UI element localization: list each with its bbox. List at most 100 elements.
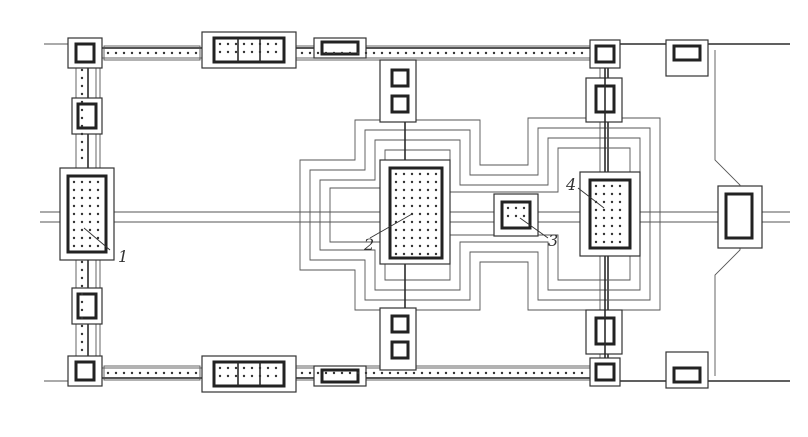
column-dot bbox=[602, 184, 606, 188]
column-dot bbox=[72, 180, 76, 184]
column-dot bbox=[434, 228, 438, 232]
column-dot bbox=[394, 236, 398, 240]
column-dot bbox=[426, 252, 430, 256]
column-dot bbox=[610, 240, 614, 244]
column-dot bbox=[434, 212, 438, 216]
column-dot bbox=[266, 42, 270, 46]
column-dot bbox=[300, 51, 304, 55]
column-dot bbox=[410, 252, 414, 256]
column-dot bbox=[234, 374, 238, 378]
column-dot bbox=[514, 214, 518, 218]
column-dot bbox=[300, 371, 304, 375]
column-dot bbox=[80, 324, 84, 328]
column-dot bbox=[460, 51, 464, 55]
column-dot bbox=[250, 42, 254, 46]
column-dot bbox=[434, 244, 438, 248]
column-dot bbox=[402, 244, 406, 248]
column-dot bbox=[434, 236, 438, 240]
column-dot bbox=[80, 332, 84, 336]
column-dot bbox=[266, 374, 270, 378]
marker-1: 1 bbox=[118, 247, 128, 266]
central-terraces bbox=[299, 117, 661, 311]
column-dot bbox=[274, 374, 278, 378]
column-dot bbox=[418, 212, 422, 216]
column-dot bbox=[242, 366, 246, 370]
column-dot bbox=[80, 268, 84, 272]
column-dot bbox=[122, 51, 126, 55]
column-dot bbox=[226, 50, 230, 54]
column-dot bbox=[234, 42, 238, 46]
column-dot bbox=[394, 172, 398, 176]
column-dot bbox=[436, 371, 440, 375]
column-dot bbox=[72, 212, 76, 216]
column-dot bbox=[412, 371, 416, 375]
column-dot bbox=[154, 51, 158, 55]
column-dot bbox=[402, 188, 406, 192]
column-dot bbox=[564, 51, 568, 55]
column-dot bbox=[500, 371, 504, 375]
column-dot bbox=[610, 216, 614, 220]
column-dot bbox=[514, 206, 518, 210]
column-dot bbox=[402, 228, 406, 232]
column-dot bbox=[452, 51, 456, 55]
column-dot bbox=[96, 236, 100, 240]
column-dot bbox=[594, 184, 598, 188]
column-dot bbox=[426, 212, 430, 216]
column-dot bbox=[556, 51, 560, 55]
column-dot bbox=[404, 51, 408, 55]
column-dot bbox=[80, 84, 84, 88]
column-dot bbox=[602, 232, 606, 236]
column-dot bbox=[524, 51, 528, 55]
column-dot bbox=[186, 371, 190, 375]
column-dot bbox=[434, 188, 438, 192]
column-dot bbox=[402, 220, 406, 224]
column-dot bbox=[372, 371, 376, 375]
column-dot bbox=[80, 340, 84, 344]
column-dot bbox=[80, 204, 84, 208]
column-dot bbox=[106, 371, 110, 375]
column-dot bbox=[548, 51, 552, 55]
column-dot bbox=[380, 51, 384, 55]
column-dot bbox=[618, 200, 622, 204]
column-dot bbox=[274, 366, 278, 370]
marker-2: 2 bbox=[363, 235, 374, 254]
column-dot bbox=[234, 50, 238, 54]
column-dot bbox=[226, 374, 230, 378]
column-dot bbox=[402, 252, 406, 256]
column-dot bbox=[410, 204, 414, 208]
column-dot bbox=[72, 204, 76, 208]
column-dot bbox=[426, 172, 430, 176]
column-dot bbox=[250, 366, 254, 370]
column-dot bbox=[396, 371, 400, 375]
column-dot bbox=[476, 371, 480, 375]
column-dot bbox=[420, 51, 424, 55]
column-dot bbox=[594, 208, 598, 212]
column-dot bbox=[72, 196, 76, 200]
column-dot bbox=[394, 228, 398, 232]
column-dot bbox=[88, 220, 92, 224]
column-dot bbox=[316, 51, 320, 55]
column-dot bbox=[484, 371, 488, 375]
column-dot bbox=[80, 132, 84, 136]
column-dot bbox=[460, 371, 464, 375]
column-dot bbox=[332, 371, 336, 375]
column-dot bbox=[508, 51, 512, 55]
column-dot bbox=[170, 51, 174, 55]
column-dot bbox=[146, 51, 150, 55]
column-dot bbox=[402, 204, 406, 208]
column-dot bbox=[80, 308, 84, 312]
column-dot bbox=[426, 180, 430, 184]
column-dot bbox=[402, 172, 406, 176]
column-dot bbox=[96, 204, 100, 208]
column-dot bbox=[96, 244, 100, 248]
column-dot bbox=[372, 51, 376, 55]
column-dot bbox=[218, 366, 222, 370]
column-dot bbox=[72, 188, 76, 192]
column-dot bbox=[410, 228, 414, 232]
column-dot bbox=[80, 220, 84, 224]
column-dot bbox=[218, 50, 222, 54]
column-dot bbox=[332, 51, 336, 55]
column-dot bbox=[162, 51, 166, 55]
column-dot bbox=[80, 188, 84, 192]
column-dot bbox=[394, 212, 398, 216]
